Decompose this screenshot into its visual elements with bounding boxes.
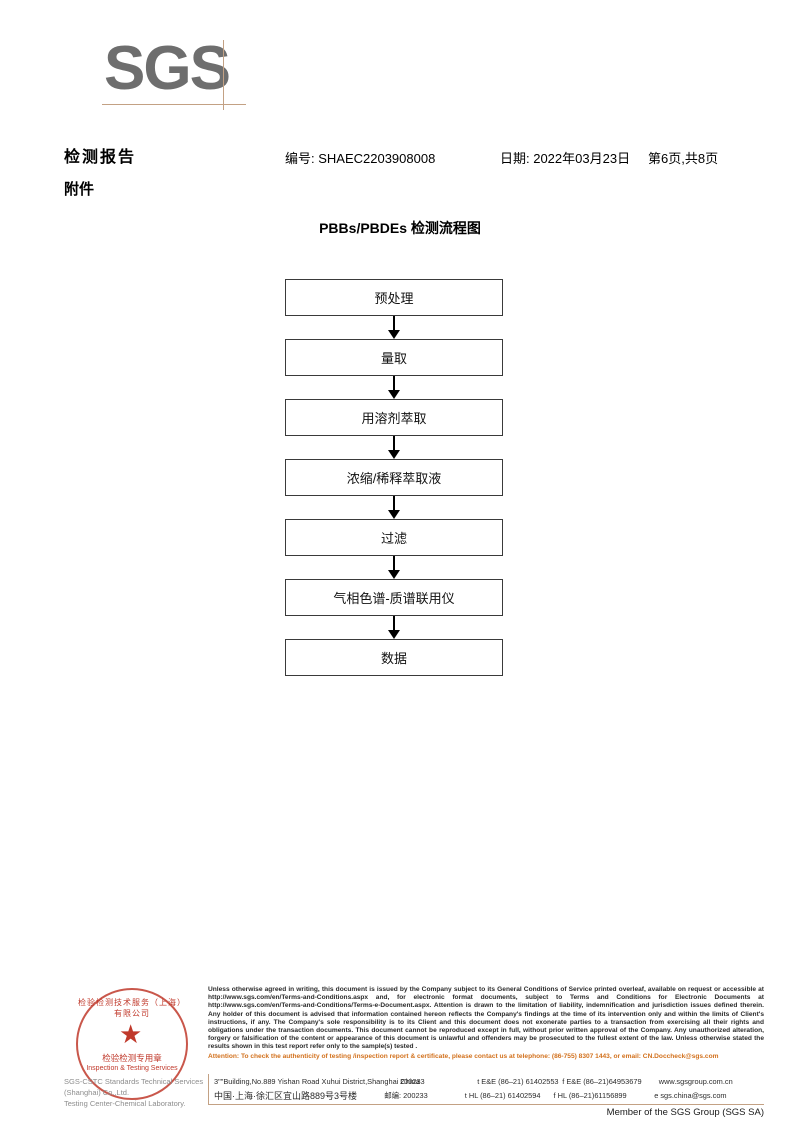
- flow-arrow-down-icon: [285, 496, 503, 519]
- legal-disclaimer: Unless otherwise agreed in writing, this…: [208, 986, 764, 1061]
- email: e sgs.china@sgs.com: [654, 1091, 727, 1100]
- fax-ee: f E&E (86–21)64953679: [562, 1077, 642, 1086]
- flow-node-label: 气相色谱-质谱联用仪: [333, 591, 455, 606]
- flow-node-label: 预处理: [374, 291, 414, 306]
- flow-node-solvent-extraction: 用溶剂萃取: [285, 399, 503, 436]
- flow-node-filtration: 过滤: [285, 519, 503, 556]
- website: www.sgsgroup.com.cn: [658, 1077, 733, 1086]
- flow-node-label: 用溶剂萃取: [361, 411, 427, 426]
- flow-arrow-down-icon: [285, 616, 503, 639]
- page-subtitle: 附件: [64, 181, 95, 198]
- flow-arrow-down-icon: [285, 436, 503, 459]
- stamp-overlay-line-2: Testing Center-Chemical Laboratory.: [64, 1099, 186, 1108]
- flowchart-title: PBBs/PBDEs 检测流程图: [319, 220, 481, 236]
- page-footer: 检验检测技术服务（上海）有限公司 ★ 检验检测专用章 Inspection & …: [0, 980, 800, 1131]
- telephone-ee: t E&E (86–21) 61402553: [477, 1077, 559, 1086]
- flow-node-label: 数据: [380, 651, 407, 666]
- footer-horizontal-rule: [208, 1104, 764, 1105]
- legal-body-text: Unless otherwise agreed in writing, this…: [208, 986, 764, 1051]
- postcode-cn: 邮编: 200233: [384, 1091, 428, 1100]
- address-line-en: 3""Building,No.889 Yishan Road Xuhui Dis…: [214, 1077, 420, 1086]
- flow-node-label: 过滤: [380, 531, 407, 546]
- page-title: 检测报告: [64, 149, 137, 166]
- star-icon: ★: [119, 1019, 143, 1049]
- report-number: 编号: SHAEC2203908008: [285, 151, 436, 166]
- report-date: 日期: 2022年03月23日: [500, 151, 631, 166]
- stamp-overlay-line-1: SGS-CSTC Standards Technical Services (S…: [64, 1077, 204, 1097]
- flow-node-data: 数据: [285, 639, 503, 676]
- flow-node-concentrate-dilute: 浓缩/稀释萃取液: [285, 459, 503, 496]
- address-row: 中国·上海·徐汇区宜山路889号3号楼 邮编: 200233 t HL (86–…: [214, 1089, 764, 1103]
- attention-notice: Attention: To check the authenticity of …: [208, 1052, 719, 1060]
- stamp-english-text: Inspection & Testing Services: [86, 1065, 178, 1072]
- sgs-logo: SGS: [102, 34, 264, 110]
- flow-node-gcms: 气相色谱-质谱联用仪: [285, 579, 503, 616]
- footer-vertical-rule: [208, 1074, 209, 1104]
- flowchart: 预处理 量取 用溶剂萃取 浓缩/稀释萃取液 过滤 气相色谱-质谱联用仪 数据: [285, 279, 503, 676]
- company-address-block: 3""Building,No.889 Yishan Road Xuhui Dis…: [214, 1075, 764, 1103]
- telephone-hl: t HL (86–21) 61402594: [464, 1091, 541, 1100]
- sgs-logo-text: SGS: [104, 34, 231, 103]
- stamp-purpose-text: 检验检测专用章: [102, 1053, 162, 1063]
- stamp-company-text: 检验检测技术服务（上海）有限公司: [78, 998, 186, 1018]
- postcode-en: 200233: [400, 1077, 425, 1086]
- flow-node-pretreatment: 预处理: [285, 279, 503, 316]
- address-line-cn: 中国·上海·徐汇区宜山路889号3号楼: [214, 1091, 358, 1101]
- fax-hl: f HL (86–21)61156899: [553, 1091, 627, 1100]
- company-stamp: 检验检测技术服务（上海）有限公司 ★ 检验检测专用章 Inspection & …: [64, 988, 203, 1108]
- stamp-circle-icon: [76, 988, 188, 1100]
- flow-arrow-down-icon: [285, 316, 503, 339]
- flow-node-label: 浓缩/稀释萃取液: [346, 471, 442, 486]
- flow-node-measure: 量取: [285, 339, 503, 376]
- page-indicator: 第6页,共8页: [648, 151, 719, 166]
- flow-arrow-down-icon: [285, 556, 503, 579]
- logo-horizontal-rule: [102, 104, 246, 105]
- group-membership-note: Member of the SGS Group (SGS SA): [606, 1107, 764, 1118]
- flow-arrow-down-icon: [285, 376, 503, 399]
- flow-node-label: 量取: [380, 351, 407, 366]
- stamp-overlay-text: SGS-CSTC Standards Technical Services (S…: [64, 1076, 214, 1109]
- address-row: 3""Building,No.889 Yishan Road Xuhui Dis…: [214, 1075, 764, 1089]
- logo-vertical-rule: [223, 40, 224, 110]
